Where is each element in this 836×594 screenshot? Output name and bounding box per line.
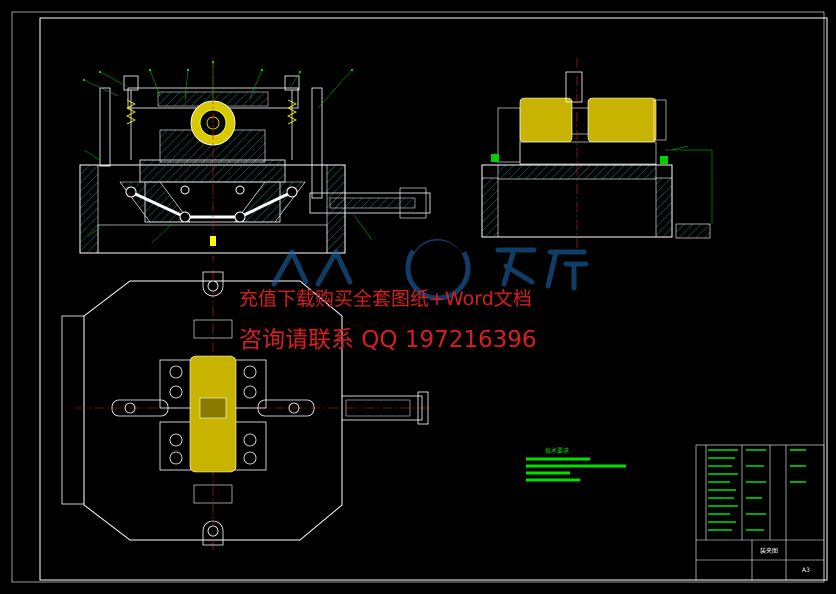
title-block-name: 装夹图 (760, 547, 778, 555)
title-block (695, 444, 825, 581)
notes-title: 技术要求 (545, 447, 569, 455)
sheet-frame (11, 11, 828, 583)
side-view (481, 58, 713, 252)
parts-list-rows (708, 449, 806, 531)
watermark-line-1: 充值下载购买全套图纸+Word文档 (239, 288, 532, 310)
plan-view (61, 270, 432, 552)
watermark-logo (271, 232, 589, 301)
front-view (79, 58, 431, 262)
technical-notes: 技术要求 (526, 447, 626, 482)
sheet-code: A3 (802, 567, 810, 574)
watermark-line-2: 咨询请联系 QQ 197216396 (239, 327, 537, 353)
